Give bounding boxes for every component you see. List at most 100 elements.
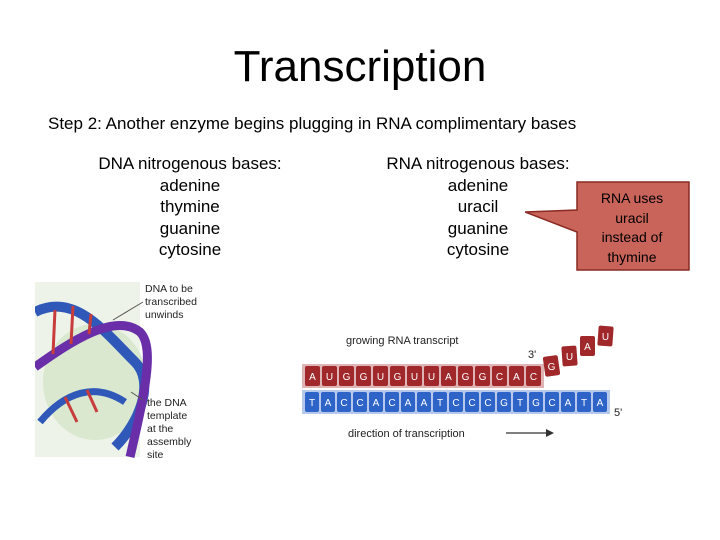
rna-base-tile — [475, 366, 490, 386]
dna-base-tile — [529, 392, 543, 412]
rna-base-tile — [424, 366, 439, 386]
rna-base-letter: U — [428, 372, 435, 383]
dna-base-letter: C — [356, 398, 363, 409]
dna-base-tile — [481, 392, 495, 412]
direction-arrow-head — [546, 429, 554, 437]
dna-rungs — [51, 305, 99, 423]
dna-base-letter: C — [388, 398, 395, 409]
label-template-line: site — [147, 449, 164, 461]
rna-base-tile — [322, 366, 337, 386]
rna-base-item: cytosine — [446, 240, 510, 259]
dna-strand-lower — [35, 321, 152, 459]
rna-base-tile — [492, 366, 507, 386]
dna-base-tile — [449, 392, 463, 412]
callout-line: instead of — [601, 229, 663, 245]
dna-base-letter: A — [373, 398, 380, 409]
dna-base-tile — [305, 392, 319, 412]
dna-base-tile — [593, 392, 607, 412]
dna-base-letter: C — [340, 398, 347, 409]
rna-backbone — [302, 364, 544, 388]
dna-base-letter: T — [437, 398, 443, 409]
dna-base-letter: A — [597, 398, 604, 409]
rna-bases-list: RNA nitrogenous bases: adenine uracil gu… — [362, 153, 594, 261]
slide-title: Transcription — [233, 42, 487, 91]
dna-base-letter: T — [517, 398, 523, 409]
dna-base-tile — [337, 392, 351, 412]
dna-base-tile — [369, 392, 383, 412]
rna-base-item: uracil — [457, 197, 499, 216]
label-template-line: at the — [147, 423, 173, 435]
rna-base-letter: C — [530, 372, 537, 383]
rna-base-tile — [356, 366, 371, 386]
rna-base-tile — [305, 366, 320, 386]
rna-base-letter: G — [479, 372, 487, 383]
label-3-prime: 3' — [528, 349, 536, 361]
incoming-base-tile — [561, 345, 578, 367]
label-template-line: the DNA — [147, 397, 187, 409]
rna-base-tile — [407, 366, 422, 386]
incoming-base-tile — [597, 325, 614, 347]
dna-base-tile — [561, 392, 575, 412]
label-template-line: assembly — [147, 436, 192, 448]
dna-base-item: adenine — [159, 175, 221, 195]
dna-base-tile — [465, 392, 479, 412]
rna-base-tile — [458, 366, 473, 386]
dna-base-letter: C — [452, 398, 459, 409]
dna-strand-back — [37, 388, 127, 425]
callout-line: thymine — [607, 248, 657, 265]
incoming-base-tile — [580, 336, 595, 356]
step-text: Step 2: Another enzyme begins plugging i… — [48, 114, 577, 133]
rna-base-letter: A — [445, 372, 452, 383]
callout-shape — [525, 181, 690, 271]
dna-base-tile — [417, 392, 431, 412]
dna-base-letter: C — [468, 398, 475, 409]
leader-line-template — [130, 391, 144, 401]
leader-line-unwinds — [112, 301, 144, 321]
label-5-prime: 5' — [614, 407, 622, 419]
rna-base-item: adenine — [447, 175, 509, 195]
dna-heading: DNA nitrogenous bases: — [98, 154, 282, 173]
dna-base-tile — [385, 392, 399, 412]
uracil-callout: RNA uses uracil instead of thymine — [525, 180, 695, 274]
rna-base-tile — [526, 366, 541, 386]
label-unwinds-line: transcribed — [145, 296, 197, 308]
rna-base-letter: A — [513, 372, 520, 383]
dna-base-tile — [433, 392, 447, 412]
rna-base-letter: U — [377, 372, 384, 383]
dna-base-letter: T — [581, 398, 587, 409]
dna-base-tile — [545, 392, 559, 412]
dna-base-letter: A — [405, 398, 412, 409]
incoming-base-tile — [542, 355, 561, 377]
rna-base-tile — [441, 366, 456, 386]
dna-base-tile — [513, 392, 527, 412]
dna-base-letter: C — [548, 398, 555, 409]
rna-base-tile — [390, 366, 405, 386]
label-unwinds-line: unwinds — [145, 309, 184, 321]
dna-base-item: cytosine — [158, 240, 222, 259]
label-growing-transcript: growing RNA transcript — [346, 335, 459, 347]
incoming-base-letter: U — [566, 352, 573, 363]
dna-base-tile — [401, 392, 415, 412]
callout-line: RNA uses — [600, 190, 664, 206]
rna-base-item: guanine — [447, 218, 509, 238]
callout-line: uracil — [615, 209, 649, 226]
rna-heading: RNA nitrogenous bases: — [386, 154, 570, 173]
rna-base-tile — [509, 366, 524, 386]
rna-base-letter: G — [360, 372, 368, 383]
incoming-base-letter: A — [584, 342, 591, 353]
dna-base-letter: T — [309, 398, 315, 409]
dna-base-letter: A — [421, 398, 428, 409]
dna-base-tile — [321, 392, 335, 412]
dna-base-letter: G — [500, 398, 508, 409]
rna-base-tile — [339, 366, 354, 386]
dna-base-item: thymine — [160, 197, 220, 216]
rna-base-letter: A — [309, 372, 316, 383]
dna-base-tile — [577, 392, 591, 412]
label-unwinds-line: DNA to be — [145, 283, 193, 295]
dna-bases-list: DNA nitrogenous bases: adenine thymine g… — [82, 153, 298, 261]
rna-base-letter: G — [394, 372, 402, 383]
